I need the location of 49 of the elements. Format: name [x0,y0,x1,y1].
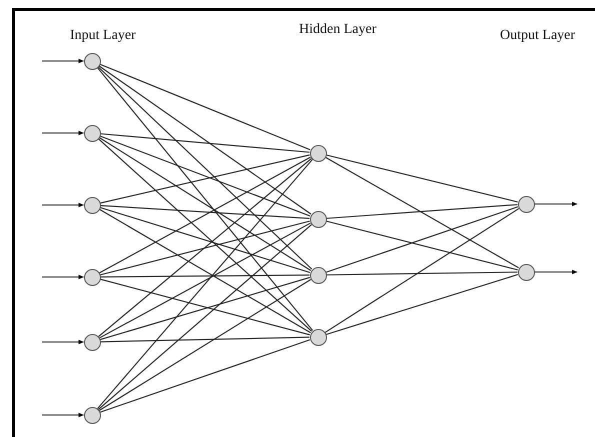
arrow [42,340,84,344]
connection-line [326,154,518,202]
connection-line [326,220,518,270]
connection-line [326,204,518,219]
connection-line [326,274,518,335]
connection-line [99,156,311,274]
connection-line [100,154,310,204]
connection-line [98,65,312,215]
connection-line [326,206,518,273]
neuron-circle [84,196,100,214]
connection-line [98,279,312,411]
arrow [42,130,84,136]
neuron-circle [84,52,100,70]
arrow [42,412,84,418]
connection-line [98,137,312,271]
connection-line [100,274,310,278]
connection-line [98,66,312,270]
connection-line [100,206,310,274]
connection-line [100,336,310,342]
neuron-circle [84,268,100,286]
connection-line [326,272,518,276]
connection-line [100,133,310,153]
neuron-circle [310,144,326,162]
neuron-circle [310,328,326,346]
connection-line [324,208,520,333]
arrow [42,274,84,280]
connection-line [100,220,310,276]
neuron-circle [518,196,534,212]
connection-line [100,339,310,413]
connection-line [97,159,313,409]
layer-title: Output Layer [500,28,576,44]
layer-title: Hidden Layer [299,22,376,38]
connection-line [325,156,519,268]
connection-line [100,136,310,216]
arrow [42,58,84,64]
neuron-circle [310,210,326,228]
connection-line [100,204,310,220]
neuron-circle [84,334,100,350]
connection-line [96,67,314,331]
arrow [534,202,578,206]
arrow [42,202,84,208]
arrow [534,270,578,274]
neuron-circle [518,264,534,280]
layer-title: Input Layer [70,28,136,44]
connection-line [100,64,310,150]
neuron-circle [310,266,326,284]
connection-line [98,224,312,410]
neuron-circle [84,406,100,424]
neuron-circle [84,124,100,142]
